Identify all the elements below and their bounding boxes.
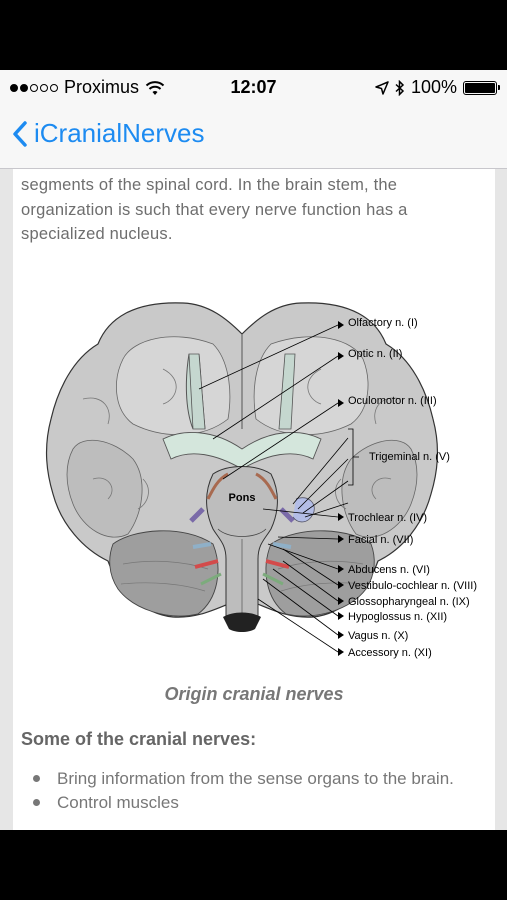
navigation-bar: iCranialNerves (0, 104, 507, 169)
carrier-name: Proximus (64, 77, 140, 97)
label-vestibulocochlear: Vestibulo-cochlear n. (VIII) (348, 580, 477, 592)
battery-icon (463, 80, 500, 95)
label-oculomotor: Oculomotor n. (III) (348, 395, 437, 407)
signal-strength-icon (10, 83, 58, 92)
nerve-labels: Olfactory n. (I) Optic n. (II) Oculomoto… (348, 317, 477, 659)
label-abducens: Abducens n. (VI) (348, 564, 430, 576)
list-item: Bring information from the sense organs … (33, 767, 477, 791)
signal-dot (20, 83, 28, 92)
battery-percent: 100% (410, 77, 457, 97)
location-arrow-icon (375, 80, 389, 95)
label-optic: Optic n. (II) (348, 348, 402, 360)
intro-paragraph: segments of the spinal cord. In the brai… (21, 176, 408, 243)
label-glossopharyngeal: Glossopharyngeal n. (IX) (348, 596, 470, 608)
signal-dot (40, 83, 48, 92)
label-accessory: Accessory n. (XI) (348, 647, 432, 659)
list-item: Control muscles (33, 791, 477, 815)
status-time: 12:07 (230, 77, 277, 97)
signal-dot (50, 83, 58, 92)
label-trochlear: Trochlear n. (IV) (348, 512, 427, 524)
cranial-nerves-figure: Pons (45, 302, 477, 659)
figure-caption: Origin cranial nerves (164, 684, 344, 704)
bullet-list: Bring information from the sense organs … (33, 767, 477, 815)
section-subheading: Some of the cranial nerves: (21, 729, 257, 749)
label-hypoglossus: Hypoglossus n. (XII) (348, 611, 447, 623)
signal-dot (10, 83, 18, 92)
label-trigeminal: Trigeminal n. (V) (369, 451, 450, 463)
label-vagus: Vagus n. (X) (348, 630, 408, 642)
pons-label: Pons (229, 492, 256, 504)
app-screen: Proximus 12:07 100% iCra (0, 70, 507, 830)
status-left: Proximus (10, 77, 165, 98)
arrowheads (338, 321, 344, 656)
label-facial: Facial n. (VII) (348, 534, 413, 546)
signal-dot (30, 83, 38, 92)
back-button-label: iCranialNerves (34, 118, 205, 148)
leader-lines (198, 324, 359, 653)
status-bar: Proximus 12:07 100% (0, 70, 507, 104)
label-olfactory: Olfactory n. (I) (348, 317, 418, 329)
article-scroll-view[interactable]: segments of the spinal cord. In the brai… (0, 169, 507, 830)
article-card: segments of the spinal cord. In the brai… (13, 169, 495, 830)
back-button[interactable]: iCranialNerves (12, 118, 205, 149)
battery-fill (465, 82, 495, 93)
status-right: 100% (375, 77, 500, 98)
chevron-left-icon (13, 120, 27, 147)
wifi-icon (145, 80, 165, 95)
bluetooth-icon (395, 79, 405, 96)
